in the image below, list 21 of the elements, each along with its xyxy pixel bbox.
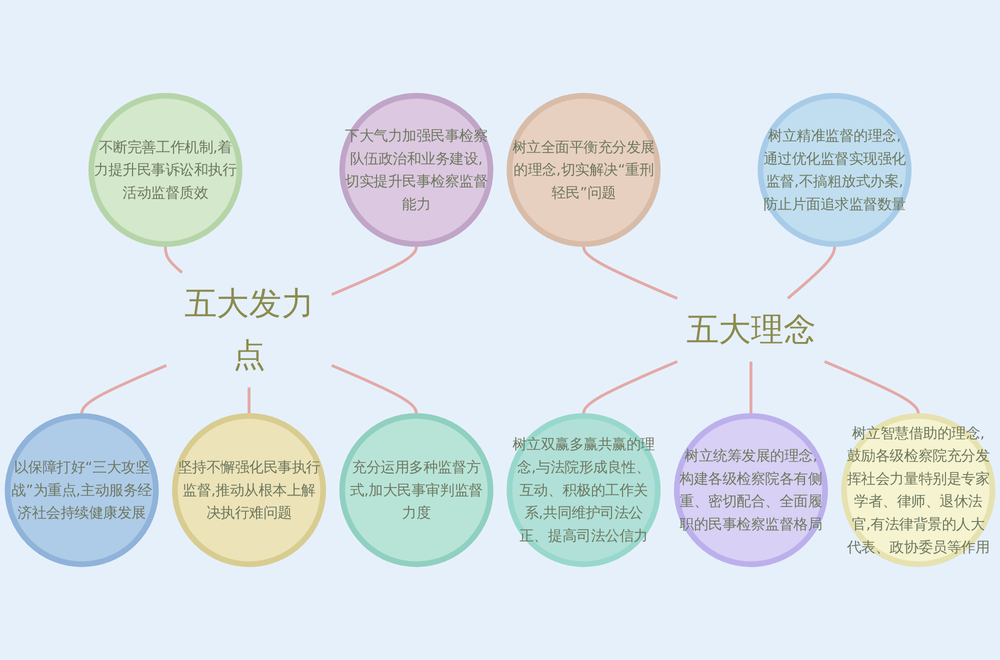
node-circle: 树立统筹发展的理念,构建各级检察院各有侧重、密切配合、全面履职的民事检察监督格局 xyxy=(674,413,828,568)
node-circle: 树立双赢多赢共赢的理念,与法院形成良性、互动、积极的工作关系,共同维护司法公正、提高司法公信力 xyxy=(506,413,661,568)
node-text: 五大发力点 xyxy=(184,284,314,375)
node-circle: 下大气力加强民事检察队伍政治和业务建设,切实提升民事检察监督能力 xyxy=(339,92,494,247)
node-circle: 充分运用多种监督方式,加大民事审判监督力度 xyxy=(339,413,494,568)
node-circle: 树立精准监督的理念,通过优化监督实现强化监督,不搞粗放式办案,防止片面追求监督数量 xyxy=(758,92,912,247)
node-circle: 以保障打好“三大攻坚战”为重点,主动服务经济社会持续健康发展 xyxy=(4,413,159,568)
connector xyxy=(331,244,418,296)
connector xyxy=(582,360,678,416)
node-text: 五大理念 xyxy=(686,310,816,349)
connector xyxy=(164,244,183,274)
connector xyxy=(786,244,836,300)
node-circle: 坚持不懈强化民事执行监督,推动从根本上解决执行难问题 xyxy=(172,413,326,568)
node-circle: 树立全面平衡充分发展的理念,切实解决“重刑轻民”问题 xyxy=(506,92,661,247)
node-circle: 不断完善工作机制,着力提升民事诉讼和执行活动监督质效 xyxy=(88,92,242,247)
connector xyxy=(582,244,678,300)
connector xyxy=(80,364,167,416)
connector xyxy=(750,362,752,416)
connector xyxy=(824,360,920,416)
connector xyxy=(331,364,418,416)
connector xyxy=(248,387,250,416)
